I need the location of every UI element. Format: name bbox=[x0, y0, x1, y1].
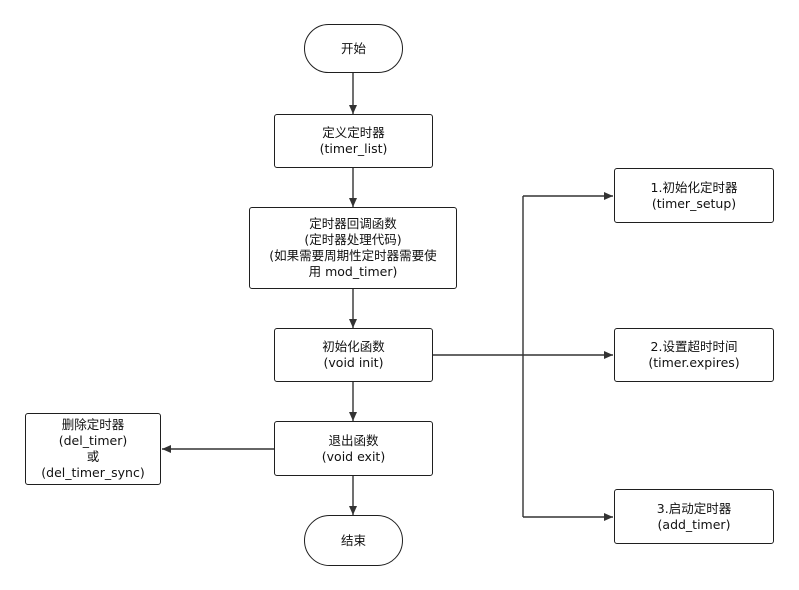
step3-start-timer-node: 3.启动定时器(add_timer) bbox=[614, 489, 774, 544]
start-node: 开始 bbox=[304, 24, 403, 73]
node-text-line: 或 bbox=[86, 449, 100, 464]
node-text-line: 用 mod_timer) bbox=[308, 264, 398, 279]
node-text-line: (del_timer) bbox=[58, 433, 128, 448]
node-text-line: 定时器回调函数 bbox=[309, 216, 397, 231]
step2-set-timeout-node: 2.设置超时时间(timer.expires) bbox=[614, 328, 774, 382]
step1-init-timer-node: 1.初始化定时器(timer_setup) bbox=[614, 168, 774, 223]
define-timer-node: 定义定时器(timer_list) bbox=[274, 114, 433, 168]
node-text-line: (void exit) bbox=[321, 448, 386, 464]
node-text-line: 结束 bbox=[340, 532, 366, 548]
node-text-line: 1.初始化定时器 bbox=[650, 179, 738, 195]
node-text-line: 定义定时器 bbox=[322, 125, 385, 140]
node-text-line: 初始化函数 bbox=[322, 339, 385, 354]
delete-timer-node: 删除定时器(del_timer)或(del_timer_sync) bbox=[25, 413, 161, 485]
init-function-node: 初始化函数(void init) bbox=[274, 328, 433, 382]
exit-function-node: 退出函数(void exit) bbox=[274, 421, 433, 476]
node-text-line: (void init) bbox=[323, 355, 384, 370]
node-text-line: 退出函数 bbox=[328, 432, 379, 448]
node-text-line: (timer_list) bbox=[319, 141, 388, 156]
node-text-line: 删除定时器 bbox=[61, 417, 125, 432]
node-text-line: (add_timer) bbox=[657, 516, 731, 532]
node-text-line: (timer.expires) bbox=[648, 355, 740, 370]
node-text-line: (del_timer_sync) bbox=[41, 465, 145, 480]
end-node: 结束 bbox=[304, 515, 403, 566]
node-text-line: 2.设置超时时间 bbox=[650, 339, 738, 354]
node-text-line: (定时器处理代码) bbox=[304, 232, 402, 247]
node-text-line: (如果需要周期性定时器需要使 bbox=[269, 248, 437, 263]
node-text-line: (timer_setup) bbox=[651, 195, 737, 211]
node-text-line: 开始 bbox=[340, 40, 366, 56]
timer-callback-node: 定时器回调函数(定时器处理代码)(如果需要周期性定时器需要使用 mod_time… bbox=[249, 207, 457, 289]
node-text-line: 3.启动定时器 bbox=[656, 500, 732, 516]
